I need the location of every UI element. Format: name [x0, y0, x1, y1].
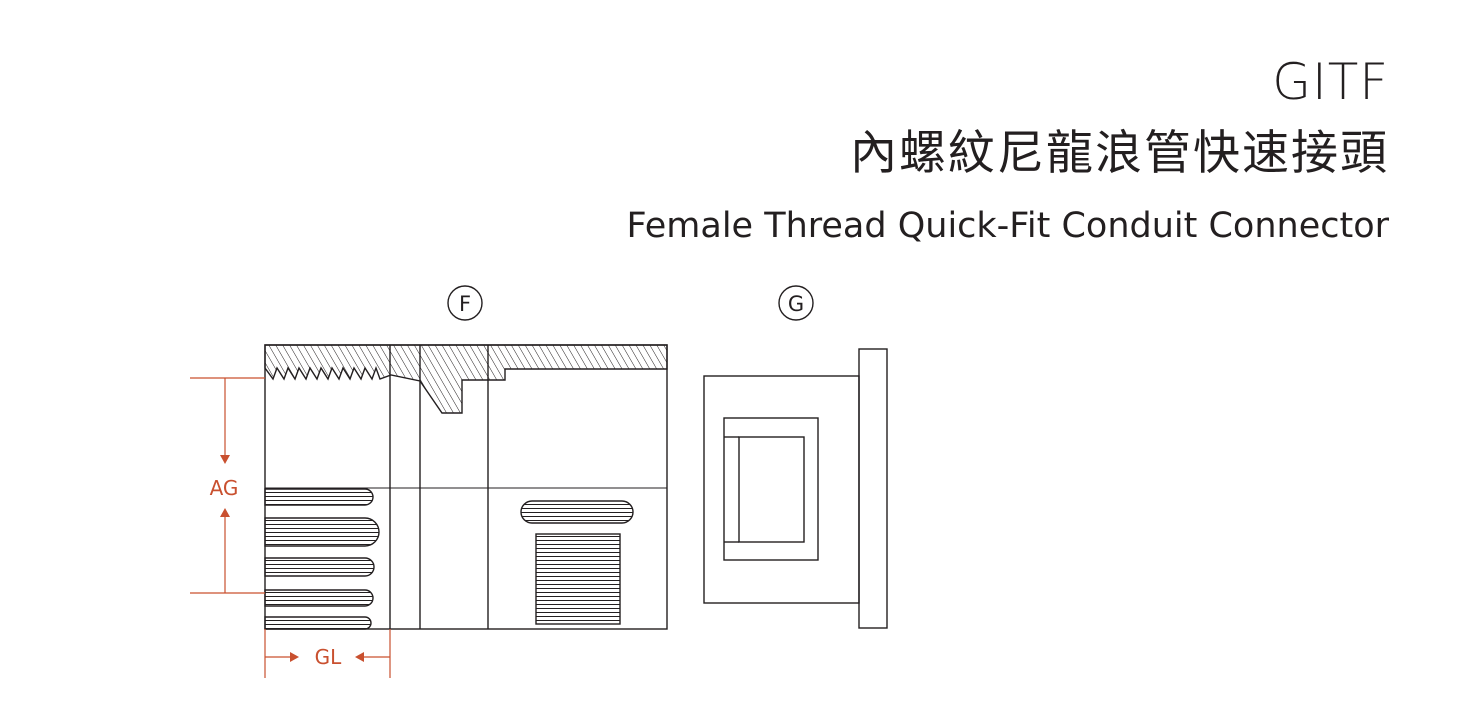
end-outer-window [723, 417, 819, 561]
product-code: GITF [1272, 53, 1389, 111]
side-section-view [264, 344, 668, 630]
view-g-label: G [788, 292, 804, 316]
knurl-band [264, 488, 374, 506]
dim-ag-label: AG [210, 476, 239, 500]
product-name-chinese: 內螺紋尼龍浪管快速接頭 [850, 126, 1389, 181]
gl-arrow-right [290, 652, 299, 662]
end-inner-window [738, 436, 805, 543]
end-body [703, 375, 860, 604]
ag-arrow-down [220, 455, 230, 464]
knurl-bands [264, 488, 380, 630]
knurl-band [264, 557, 375, 577]
top-wall-section [264, 344, 668, 414]
gl-arrow-left [355, 652, 364, 662]
body-outline [264, 344, 668, 630]
view-f-label: F [459, 292, 471, 316]
end-flange [858, 348, 888, 629]
view-f-marker: F [447, 285, 483, 321]
view-g-marker: G [778, 285, 814, 321]
knurl-band [264, 517, 380, 547]
dimension-ag [190, 377, 265, 594]
grip-block [535, 533, 621, 625]
end-view [703, 348, 888, 629]
knurl-band [264, 589, 374, 607]
dimension-gl [264, 629, 391, 678]
knurl-band [264, 616, 372, 630]
release-slot [520, 500, 634, 524]
ag-arrow-up [220, 508, 230, 517]
dim-gl-label: GL [315, 645, 342, 669]
product-name-english: Female Thread Quick-Fit Conduit Connecto… [626, 206, 1389, 246]
